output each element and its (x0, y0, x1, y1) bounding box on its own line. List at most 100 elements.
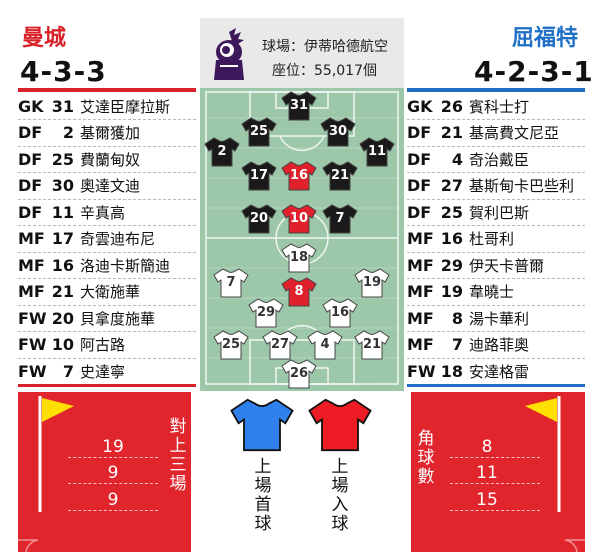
player-number: 29 (440, 255, 463, 275)
player-number: 16 (51, 255, 74, 275)
stat-divider (450, 483, 540, 484)
player-number: 2 (62, 123, 74, 142)
shirt-number: 25 (249, 124, 269, 139)
stat-divider (450, 457, 540, 458)
player-number: 27 (440, 176, 463, 195)
player-position: DF (18, 123, 43, 142)
player-number: 7 (62, 361, 74, 381)
player-name: 迪路菲奧 (469, 336, 530, 354)
home-player-row: DF 30 奧達文迪 (18, 173, 196, 200)
home-shirt-icon: 17 (241, 161, 277, 191)
shirt-number: 25 (221, 337, 241, 352)
away-bottom-divider (407, 384, 585, 387)
stat-divider (68, 457, 158, 458)
player-position: FW (407, 361, 436, 381)
home-player-row: DF 25 費蘭甸奴 (18, 146, 196, 173)
player-position: FW (18, 335, 47, 354)
player-position: FW (18, 361, 47, 381)
player-number: 30 (51, 176, 74, 195)
shirt-number: 19 (362, 275, 382, 290)
player-position: MF (407, 255, 434, 275)
away-shirt-icon: 16 (322, 298, 358, 328)
player-position: DF (18, 202, 43, 222)
shirt-number: 26 (289, 366, 309, 381)
capacity-label: 座位：55,017個 (272, 63, 377, 79)
player-number: 4 (451, 149, 463, 169)
player-name: 洛迪卡斯簡迪 (80, 256, 171, 275)
home-corner-label: 角球數 (192, 429, 210, 487)
away-team-name: 屈福特 (512, 26, 579, 51)
player-position: MF (18, 282, 45, 301)
player-name: 奧達文迪 (80, 177, 141, 195)
away-shirt-icon: 25 (213, 330, 249, 360)
away-corner-label: 角球數 (417, 429, 435, 487)
player-position: MF (407, 229, 434, 248)
player-position: GK (407, 96, 433, 116)
away-shirt-icon: 29 (248, 298, 284, 328)
home-shirt-icon: 31 (281, 91, 317, 121)
shirt-number: 10 (289, 211, 309, 226)
shirt-number: 30 (328, 124, 348, 139)
stat-divider (68, 483, 158, 484)
player-number: 18 (440, 361, 463, 381)
player-position: DF (18, 149, 43, 169)
home-h2h-label: 對上三場 (169, 417, 187, 494)
away-shirt-icon: 7 (213, 268, 249, 298)
corner-field-markings (18, 539, 585, 552)
shirt-number: 20 (249, 211, 269, 226)
player-number: 7 (451, 335, 463, 354)
home-bottom-divider (18, 384, 196, 387)
right-corner-flag-icon (525, 396, 561, 512)
player-position: MF (407, 308, 434, 328)
away-stat-value: 11 (476, 463, 498, 483)
shirt-number: 17 (249, 168, 269, 183)
away-shirt-icon: 21 (354, 330, 390, 360)
player-name: 基斯甸卡巴些利 (469, 177, 575, 195)
away-player-row: MF 7 迪路菲奧 (407, 332, 585, 359)
player-position: DF (407, 149, 432, 169)
away-divider (407, 88, 585, 92)
away-formation: 4-2-3-1 (474, 55, 594, 88)
home-shirt-icon: 20 (241, 204, 277, 234)
away-shirt-icon: 18 (281, 243, 317, 273)
stadium-label: 球場：伊蒂哈德航空 (262, 39, 388, 55)
shirt-number: 21 (330, 168, 350, 183)
home-stat-value: 19 (102, 437, 124, 457)
home-shirt-icon: 16 (281, 161, 317, 191)
shirt-number: 4 (320, 337, 330, 352)
player-number: 20 (51, 308, 74, 328)
stat-divider (68, 510, 158, 511)
player-number: 21 (51, 282, 74, 301)
shirt-number: 27 (270, 337, 290, 352)
home-shirt-icon: 7 (322, 204, 358, 234)
player-name: 湯卡華利 (469, 309, 530, 328)
player-name: 貝拿度施華 (80, 309, 156, 328)
player-name: 奇雲迪布尼 (80, 230, 156, 248)
player-position: MF (407, 335, 434, 354)
player-name: 阿古路 (80, 336, 126, 354)
player-name: 基爾獲加 (80, 124, 141, 142)
player-position: DF (18, 176, 43, 195)
player-name: 安達格雷 (469, 362, 530, 381)
shirt-number: 16 (330, 305, 350, 320)
player-name: 大衛施華 (80, 283, 141, 301)
away-shirt-icon: 26 (281, 359, 317, 389)
home-shirt-icon: 30 (320, 117, 356, 147)
shirt-number: 29 (256, 305, 276, 320)
player-number: 25 (440, 202, 463, 222)
player-number: 25 (51, 149, 74, 169)
player-name: 費蘭甸奴 (80, 150, 141, 169)
shirt-number: 31 (289, 98, 309, 113)
player-number: 11 (51, 202, 74, 222)
shirt-number: 8 (294, 284, 304, 299)
first-goal-panel (191, 392, 411, 552)
